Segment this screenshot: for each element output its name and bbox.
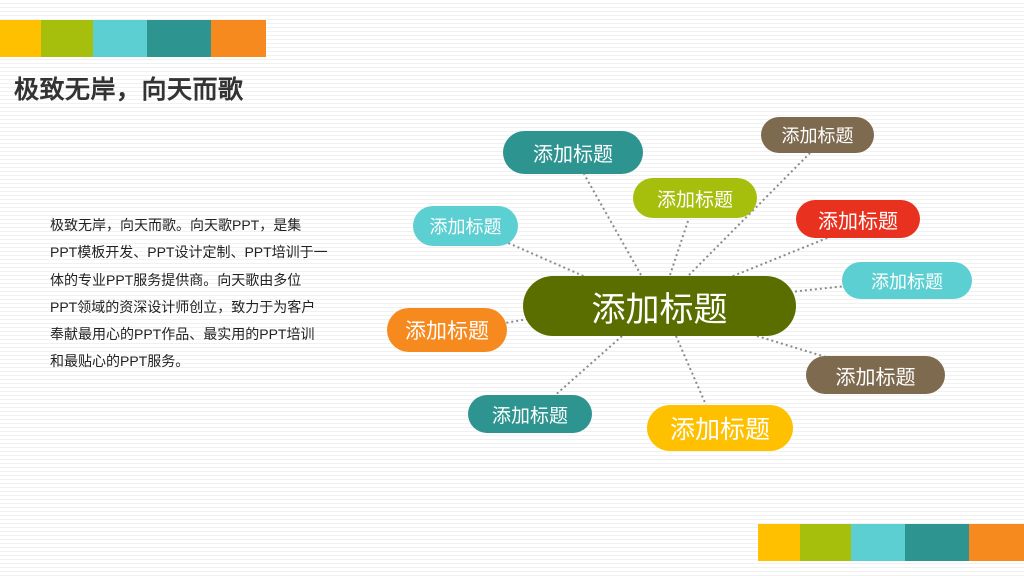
- topic-node-3[interactable]: 添加标题: [633, 178, 757, 218]
- topic-node-1[interactable]: 添加标题: [503, 131, 643, 174]
- connector-line-2: [688, 152, 811, 276]
- topic-node-10[interactable]: 添加标题: [647, 405, 793, 451]
- connector-line-1: [583, 173, 642, 276]
- topic-node-7[interactable]: 添加标题: [387, 308, 507, 352]
- topic-node-8[interactable]: 添加标题: [806, 356, 945, 394]
- top-bar-segment-orange: [211, 20, 266, 57]
- connector-line-4: [505, 241, 589, 279]
- topic-node-5[interactable]: 添加标题: [796, 200, 920, 238]
- bottom-bar-segment-teal: [905, 524, 969, 561]
- bottom-color-bar: [758, 524, 1024, 561]
- connector-line-10: [675, 335, 707, 406]
- bottom-bar-segment-cyan: [851, 524, 905, 561]
- topic-node-2[interactable]: 添加标题: [761, 117, 874, 153]
- top-bar-segment-cyan: [93, 20, 147, 57]
- connector-line-7: [504, 318, 529, 324]
- top-bar-segment-green: [41, 20, 93, 57]
- topic-node-9[interactable]: 添加标题: [468, 395, 592, 433]
- slide-title: 极致无岸，向天而歌: [14, 76, 244, 104]
- top-bar-segment-yellow: [0, 20, 41, 57]
- bottom-bar-segment-green: [800, 524, 851, 561]
- center-topic-node[interactable]: 添加标题: [523, 276, 796, 336]
- body-paragraph: 极致无岸，向天而歌。向天歌PPT，是集 PPT模板开发、PPT设计定制、PPT培…: [50, 217, 328, 370]
- connector-line-3: [669, 217, 690, 276]
- connector-line-9: [551, 335, 623, 399]
- bottom-bar-segment-yellow: [758, 524, 800, 561]
- connector-line-5: [727, 235, 833, 279]
- connector-line-6: [789, 285, 847, 293]
- topic-node-6[interactable]: 添加标题: [842, 262, 972, 299]
- topic-node-4[interactable]: 添加标题: [413, 206, 518, 246]
- top-bar-segment-teal: [147, 20, 211, 57]
- top-color-bar: [0, 20, 266, 57]
- bottom-bar-segment-orange: [969, 524, 1024, 561]
